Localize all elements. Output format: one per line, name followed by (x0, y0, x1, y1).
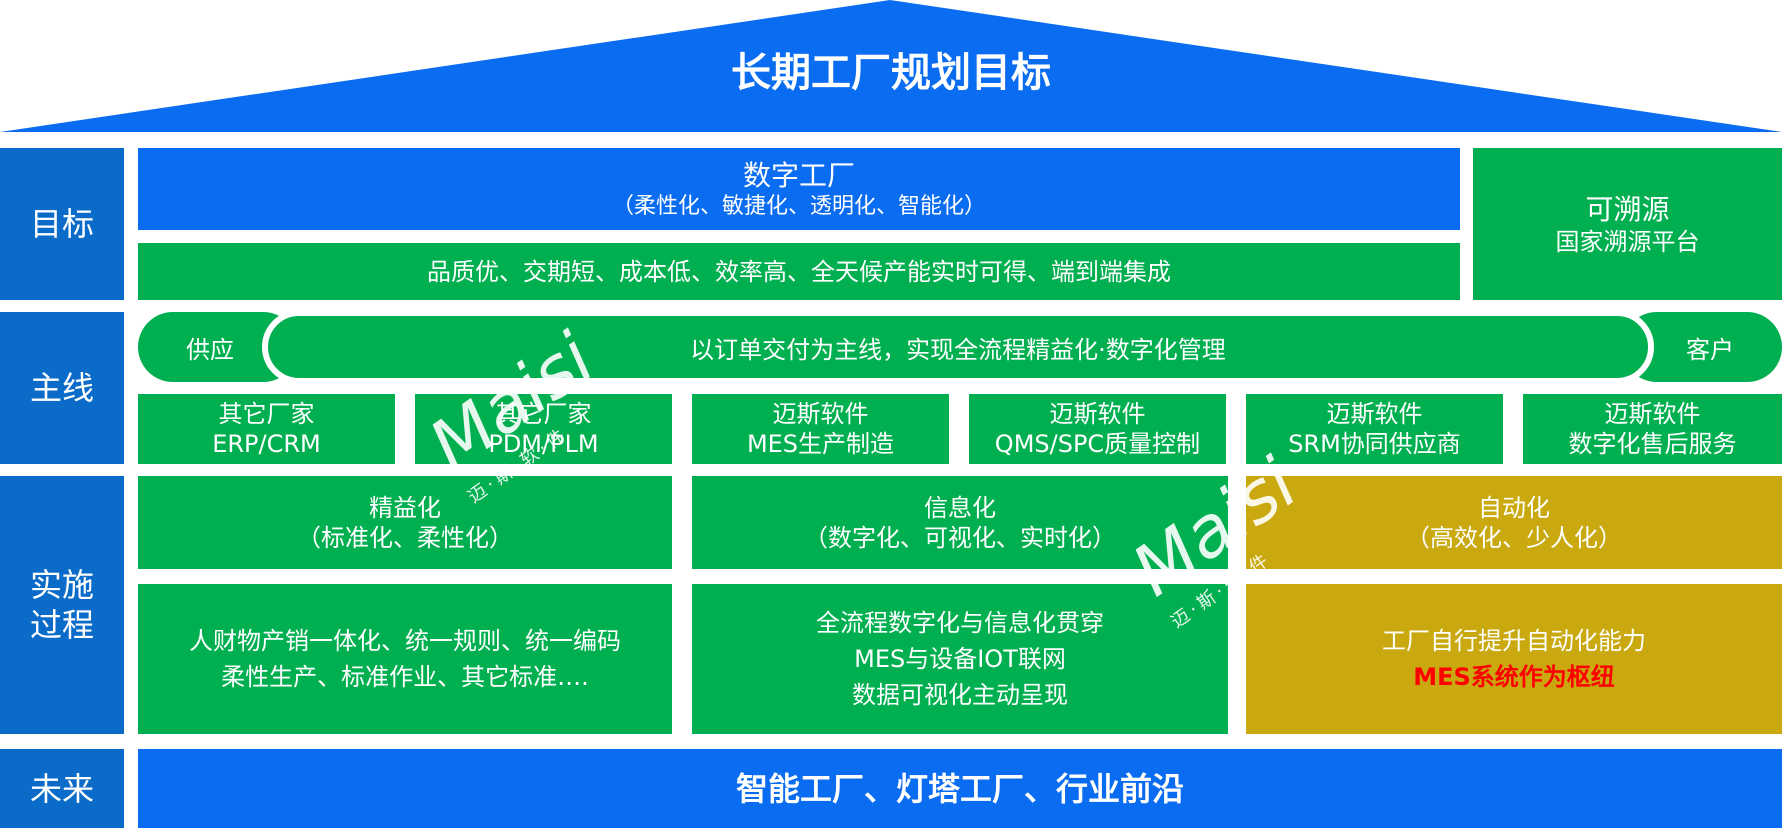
future-box: 智能工厂、灯塔工厂、行业前沿 (138, 749, 1782, 828)
side-label-process: 实施 过程 (0, 476, 124, 734)
module-mes: 迈斯软件 MES生产制造 (692, 394, 949, 464)
roof-triangle (0, 0, 1782, 132)
future-text: 智能工厂、灯塔工厂、行业前沿 (735, 769, 1184, 808)
side-label-mainline: 主线 (0, 312, 124, 464)
traceable-sub: 国家溯源平台 (1555, 227, 1700, 256)
roof-title: 长期工厂规划目标 (731, 50, 1051, 96)
module-qms-spc: 迈斯软件 QMS/SPC质量控制 (969, 394, 1226, 464)
info-detail: 全流程数字化与信息化贯穿 MES与设备IOT联网 数据可视化主动呈现 (692, 584, 1228, 734)
side-label-goal: 目标 (0, 148, 124, 300)
auto-header: 自动化 （高效化、少人化） (1246, 476, 1782, 569)
digital-factory-sub: （柔性化、敏捷化、透明化、智能化） (611, 193, 986, 219)
module-after-sales: 迈斯软件 数字化售后服务 (1523, 394, 1782, 464)
info-header: 信息化 （数字化、可视化、实时化） (692, 476, 1228, 569)
digital-factory-box: 数字工厂 （柔性化、敏捷化、透明化、智能化） (138, 148, 1460, 230)
lean-header: 精益化 （标准化、柔性化） (138, 476, 672, 569)
auto-detail: 工厂自行提升自动化能力 MES系统作为枢纽 (1246, 584, 1782, 734)
module-pdm-plm: 其它厂家 PDM/PLM (415, 394, 672, 464)
module-erp-crm: 其它厂家 ERP/CRM (138, 394, 395, 464)
mes-hub-highlight: MES系统作为枢纽 (1413, 663, 1615, 691)
traceable-title: 可溯源 (1585, 192, 1670, 226)
side-label-future: 未来 (0, 749, 124, 828)
mainline-center-pill: 以订单交付为主线，实现全流程精益化·数字化管理 (262, 310, 1654, 384)
goal-metrics-text: 品质优、交期短、成本低、效率高、全天候产能实时可得、端到端集成 (427, 257, 1171, 286)
traceable-box: 可溯源 国家溯源平台 (1473, 148, 1782, 300)
digital-factory-title: 数字工厂 (742, 158, 855, 192)
lean-detail: 人财物产销一体化、统一规则、统一编码 柔性生产、标准作业、其它标准…. (138, 584, 672, 734)
customer-pill: 客户 (1622, 312, 1782, 382)
goal-metrics-box: 品质优、交期短、成本低、效率高、全天候产能实时可得、端到端集成 (138, 243, 1460, 300)
module-srm: 迈斯软件 SRM协同供应商 (1246, 394, 1503, 464)
